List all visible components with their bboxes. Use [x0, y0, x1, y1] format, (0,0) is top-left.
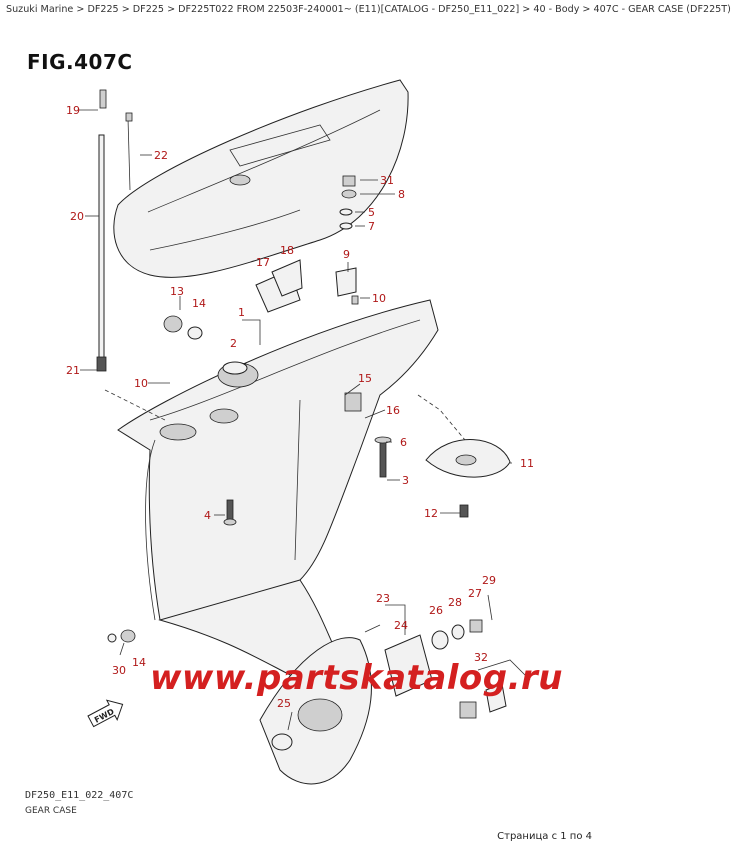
- callout-14-upper: 14: [192, 297, 206, 310]
- callout-24: 24: [394, 619, 408, 632]
- callout-30: 30: [112, 664, 126, 677]
- leader-lines: [78, 109, 531, 731]
- callout-1: 1: [238, 306, 245, 319]
- callout-32: 32: [474, 651, 488, 664]
- callout-29: 29: [482, 574, 496, 587]
- figure-title: FIG.407C: [27, 50, 133, 74]
- diagram-code: DF250_E11_022_407C: [25, 790, 134, 801]
- callout-17: 17: [256, 256, 270, 269]
- callout-20: 20: [70, 210, 84, 223]
- callout-12: 12: [424, 507, 438, 520]
- gear-case-diagram: 19 22 20 21 31 8 5 7 9 10 18 17 13 14 1 …: [66, 79, 534, 785]
- callout-8: 8: [398, 188, 405, 201]
- gear-case-body: [117, 299, 439, 681]
- callouts: 19 22 20 21 31 8 5 7 9 10 18 17 13 14 1 …: [66, 104, 534, 710]
- bracket-assembly: [163, 259, 303, 340]
- callout-15: 15: [358, 372, 372, 385]
- callout-3: 3: [402, 474, 409, 487]
- callout-2: 2: [230, 337, 237, 350]
- callout-9: 9: [343, 248, 350, 261]
- callout-21: 21: [66, 364, 80, 377]
- callout-18: 18: [280, 244, 294, 257]
- bolts: [107, 436, 392, 643]
- diagram-name: GEAR CASE: [25, 806, 77, 816]
- callout-4: 4: [204, 509, 211, 522]
- callout-6: 6: [400, 436, 407, 449]
- pagination[interactable]: Страница с 1 по 4: [497, 831, 592, 842]
- callout-22: 22: [154, 149, 168, 162]
- callout-14-lower: 14: [132, 656, 146, 669]
- callout-10-lower: 10: [134, 377, 148, 390]
- callout-23: 23: [376, 592, 390, 605]
- anode: [425, 439, 511, 518]
- callout-26: 26: [429, 604, 443, 617]
- callout-13: 13: [170, 285, 184, 298]
- long-stud: [96, 89, 133, 372]
- callout-27: 27: [468, 587, 482, 600]
- fwd-arrow-icon: FWD: [87, 699, 124, 728]
- callout-28: 28: [448, 596, 462, 609]
- callout-5: 5: [368, 206, 375, 219]
- upper-cover: [113, 79, 409, 278]
- propeller: [259, 594, 507, 785]
- callout-25: 25: [277, 697, 291, 710]
- callout-16: 16: [386, 404, 400, 417]
- watermark-text: www.partskatalog.ru: [150, 658, 564, 698]
- callout-19: 19: [66, 104, 80, 117]
- small-parts-right: [335, 175, 359, 305]
- callout-7: 7: [368, 220, 375, 233]
- callout-11: 11: [520, 457, 534, 470]
- callout-31: 31: [380, 174, 394, 187]
- breadcrumb[interactable]: Suzuki Marine > DF225 > DF225 > DF225T02…: [6, 4, 731, 15]
- callout-10-upper: 10: [372, 292, 386, 305]
